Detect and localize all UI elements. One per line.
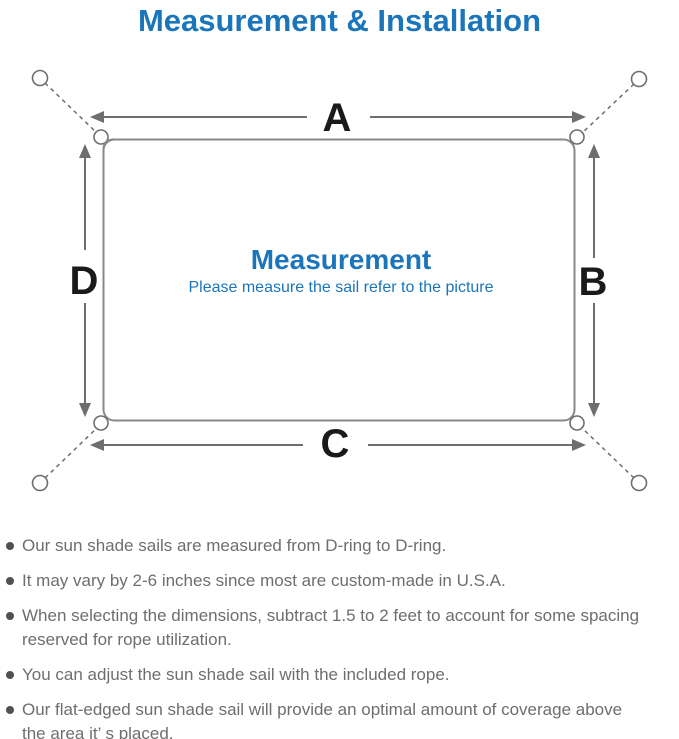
rope-dashed-line-top-right: [580, 83, 635, 135]
list-item: Our flat-edged sun shade sail will provi…: [6, 698, 676, 739]
anchor-point-icon-bottom-right: [630, 474, 648, 492]
list-item: When selecting the dimensions, subtract …: [6, 604, 676, 652]
dimension-label-d: D: [70, 259, 99, 303]
list-item: Our sun shade sails are measured from D-…: [6, 534, 676, 558]
note-text: You can adjust the sun shade sail with t…: [22, 663, 450, 687]
d-ring-icon-top-left: [93, 129, 109, 145]
note-line: reserved for rope utilization.: [22, 630, 232, 649]
note-line: the area it’ s placed.: [22, 724, 174, 739]
rope-dashed-line-top-left: [44, 82, 99, 135]
note-line: It may vary by 2-6 inches since most are…: [22, 571, 506, 590]
dimension-label-c: C: [321, 422, 350, 466]
list-item: You can adjust the sun shade sail with t…: [6, 663, 676, 687]
bullet-icon: [6, 706, 14, 714]
note-text: When selecting the dimensions, subtract …: [22, 604, 639, 652]
note-text: Our flat-edged sun shade sail will provi…: [22, 698, 622, 739]
anchor-point-icon-top-left: [31, 69, 49, 87]
note-line: When selecting the dimensions, subtract …: [22, 606, 640, 625]
sail-outline: [102, 138, 576, 422]
bullet-icon: [6, 542, 14, 550]
note-text: Our sun shade sails are measured from D-…: [22, 534, 446, 558]
rope-dashed-line-bottom-right: [580, 426, 635, 479]
rope-dashed-line-bottom-left: [44, 426, 99, 479]
notes-list: Our sun shade sails are measured from D-…: [6, 534, 676, 739]
note-text: It may vary by 2-6 inches since most are…: [22, 569, 506, 593]
diagram-center-title: Measurement: [251, 244, 432, 275]
note-line: Our flat-edged sun shade sail will provi…: [22, 700, 623, 719]
sail-corner-stroke: [102, 138, 115, 151]
diagram-center-subtitle: Please measure the sail refer to the pic…: [188, 279, 493, 296]
page-title: Measurement & Installation: [137, 3, 542, 38]
note-line: You can adjust the sun shade sail with t…: [22, 665, 450, 684]
bullet-icon: [6, 612, 14, 620]
anchor-point-icon-bottom-left: [31, 474, 49, 492]
d-ring-icon-top-right: [569, 129, 585, 145]
dimension-label-a: A: [323, 96, 352, 140]
d-ring-icon-bottom-right: [569, 415, 585, 431]
note-line: Our sun shade sails are measured from D-…: [22, 536, 447, 555]
d-ring-icon-bottom-left: [93, 415, 109, 431]
list-item: It may vary by 2-6 inches since most are…: [6, 569, 676, 593]
measurement-diagram: A B C D Measurement Please measure the s…: [31, 69, 648, 492]
bullet-icon: [6, 671, 14, 679]
anchor-point-icon-top-right: [630, 70, 648, 88]
bullet-icon: [6, 577, 14, 585]
dimension-label-b: B: [579, 260, 608, 304]
